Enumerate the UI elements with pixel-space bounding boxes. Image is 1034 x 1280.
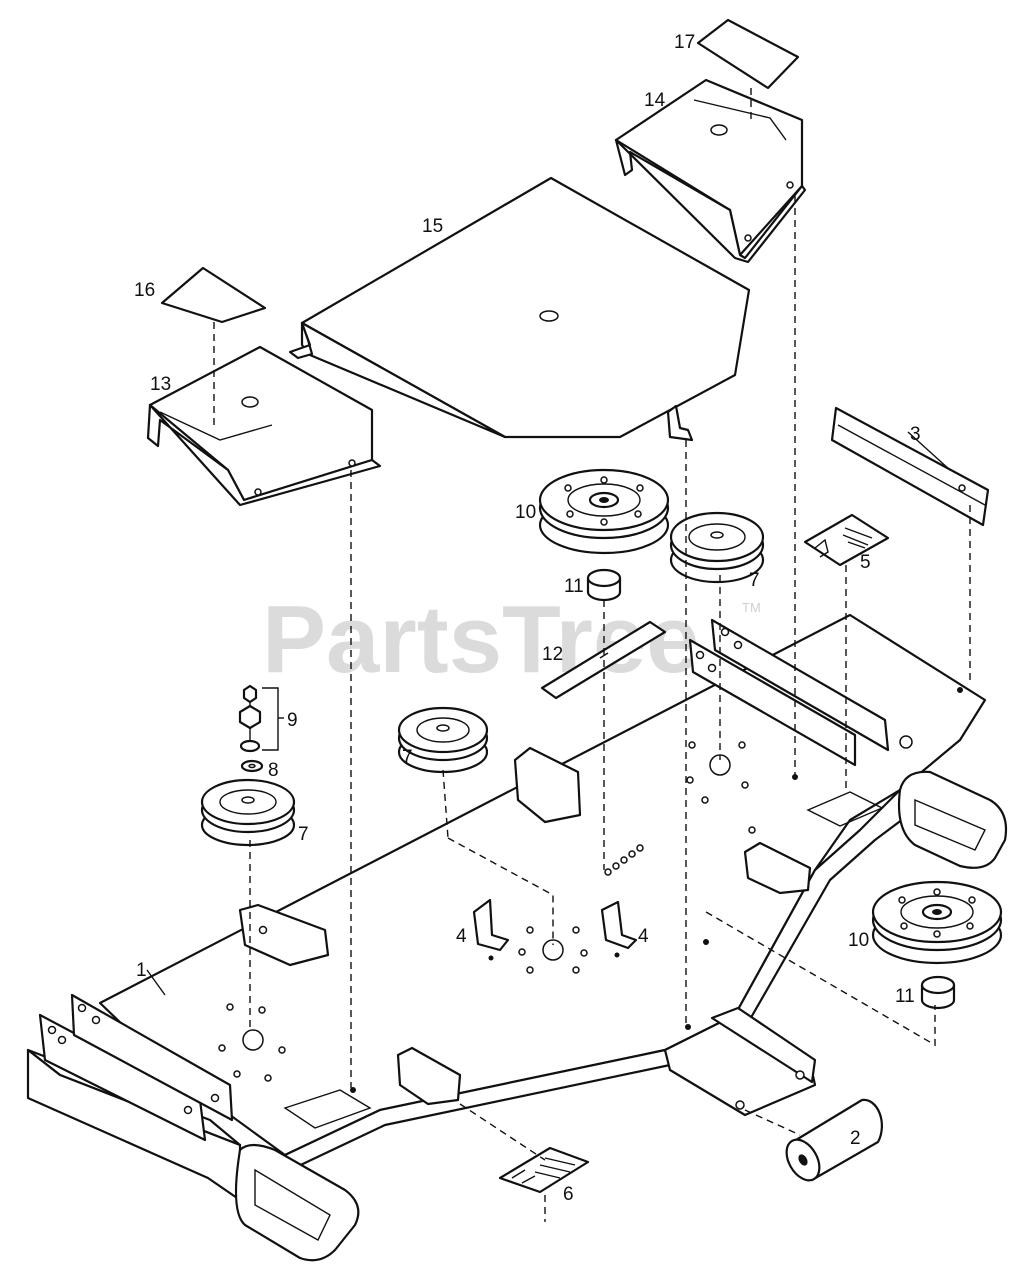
- callout-16: 16: [134, 280, 155, 301]
- part-10-pulley-top[interactable]: [538, 468, 670, 555]
- part-17-decal[interactable]: [696, 18, 800, 90]
- callout-7-left: 7: [298, 824, 309, 845]
- callout-3: 3: [910, 424, 921, 445]
- watermark-trademark: TM: [742, 600, 761, 615]
- callout-11-top: 11: [564, 576, 584, 597]
- hardware-dots: [604, 844, 644, 876]
- callout-2: 2: [850, 1128, 861, 1149]
- part-15-center-cover[interactable]: [288, 176, 751, 442]
- part-10-pulley-right[interactable]: [871, 880, 1003, 965]
- leader-lines: [146, 431, 951, 996]
- part-3-baffle[interactable]: [830, 406, 990, 527]
- callout-8: 8: [268, 760, 279, 781]
- callout-11-right: 11: [895, 986, 915, 1007]
- part-2-roller[interactable]: [780, 1098, 883, 1186]
- part-13-left-cover[interactable]: [146, 345, 382, 507]
- callout-17: 17: [674, 32, 695, 53]
- part-4-bracket-right[interactable]: [600, 900, 638, 958]
- callout-13: 13: [150, 374, 171, 395]
- callout-1: 1: [136, 960, 147, 981]
- callout-14: 14: [644, 90, 666, 111]
- part-4-bracket-left[interactable]: [472, 898, 510, 961]
- callout-15: 15: [422, 216, 443, 237]
- callout-10-right: 10: [848, 930, 869, 951]
- part-11-spacer-top[interactable]: [586, 568, 622, 602]
- callout-12: 12: [542, 644, 563, 665]
- part-1-deck[interactable]: [26, 613, 1008, 1262]
- part-7-pulley-right[interactable]: [669, 511, 765, 584]
- part-6-label[interactable]: [498, 1146, 590, 1194]
- part-9-bolt-stack[interactable]: [238, 684, 262, 753]
- callout-5: 5: [860, 552, 871, 573]
- callout-4-right: 4: [638, 926, 649, 947]
- part-7-pulley-left[interactable]: [200, 778, 296, 847]
- callout-labels: 1 2 3 4 4 5 6 7 7 7 8 9 10 10 11 11 12 1…: [134, 32, 921, 1205]
- assembly-lines: [213, 88, 971, 1222]
- callout-7-center: 7: [402, 747, 413, 768]
- part-14-right-cover[interactable]: [614, 78, 807, 264]
- callout-7-right: 7: [749, 570, 760, 591]
- part-11-spacer-right[interactable]: [920, 975, 956, 1010]
- part-8-washer[interactable]: [240, 759, 264, 773]
- callout-9: 9: [287, 710, 298, 731]
- callout-4-left: 4: [456, 926, 467, 947]
- part-16-decal[interactable]: [160, 266, 267, 324]
- callout-6: 6: [563, 1184, 574, 1205]
- part-7-pulley-center[interactable]: [397, 706, 489, 774]
- part-5-label[interactable]: [803, 513, 890, 567]
- callout-10-top: 10: [515, 502, 536, 523]
